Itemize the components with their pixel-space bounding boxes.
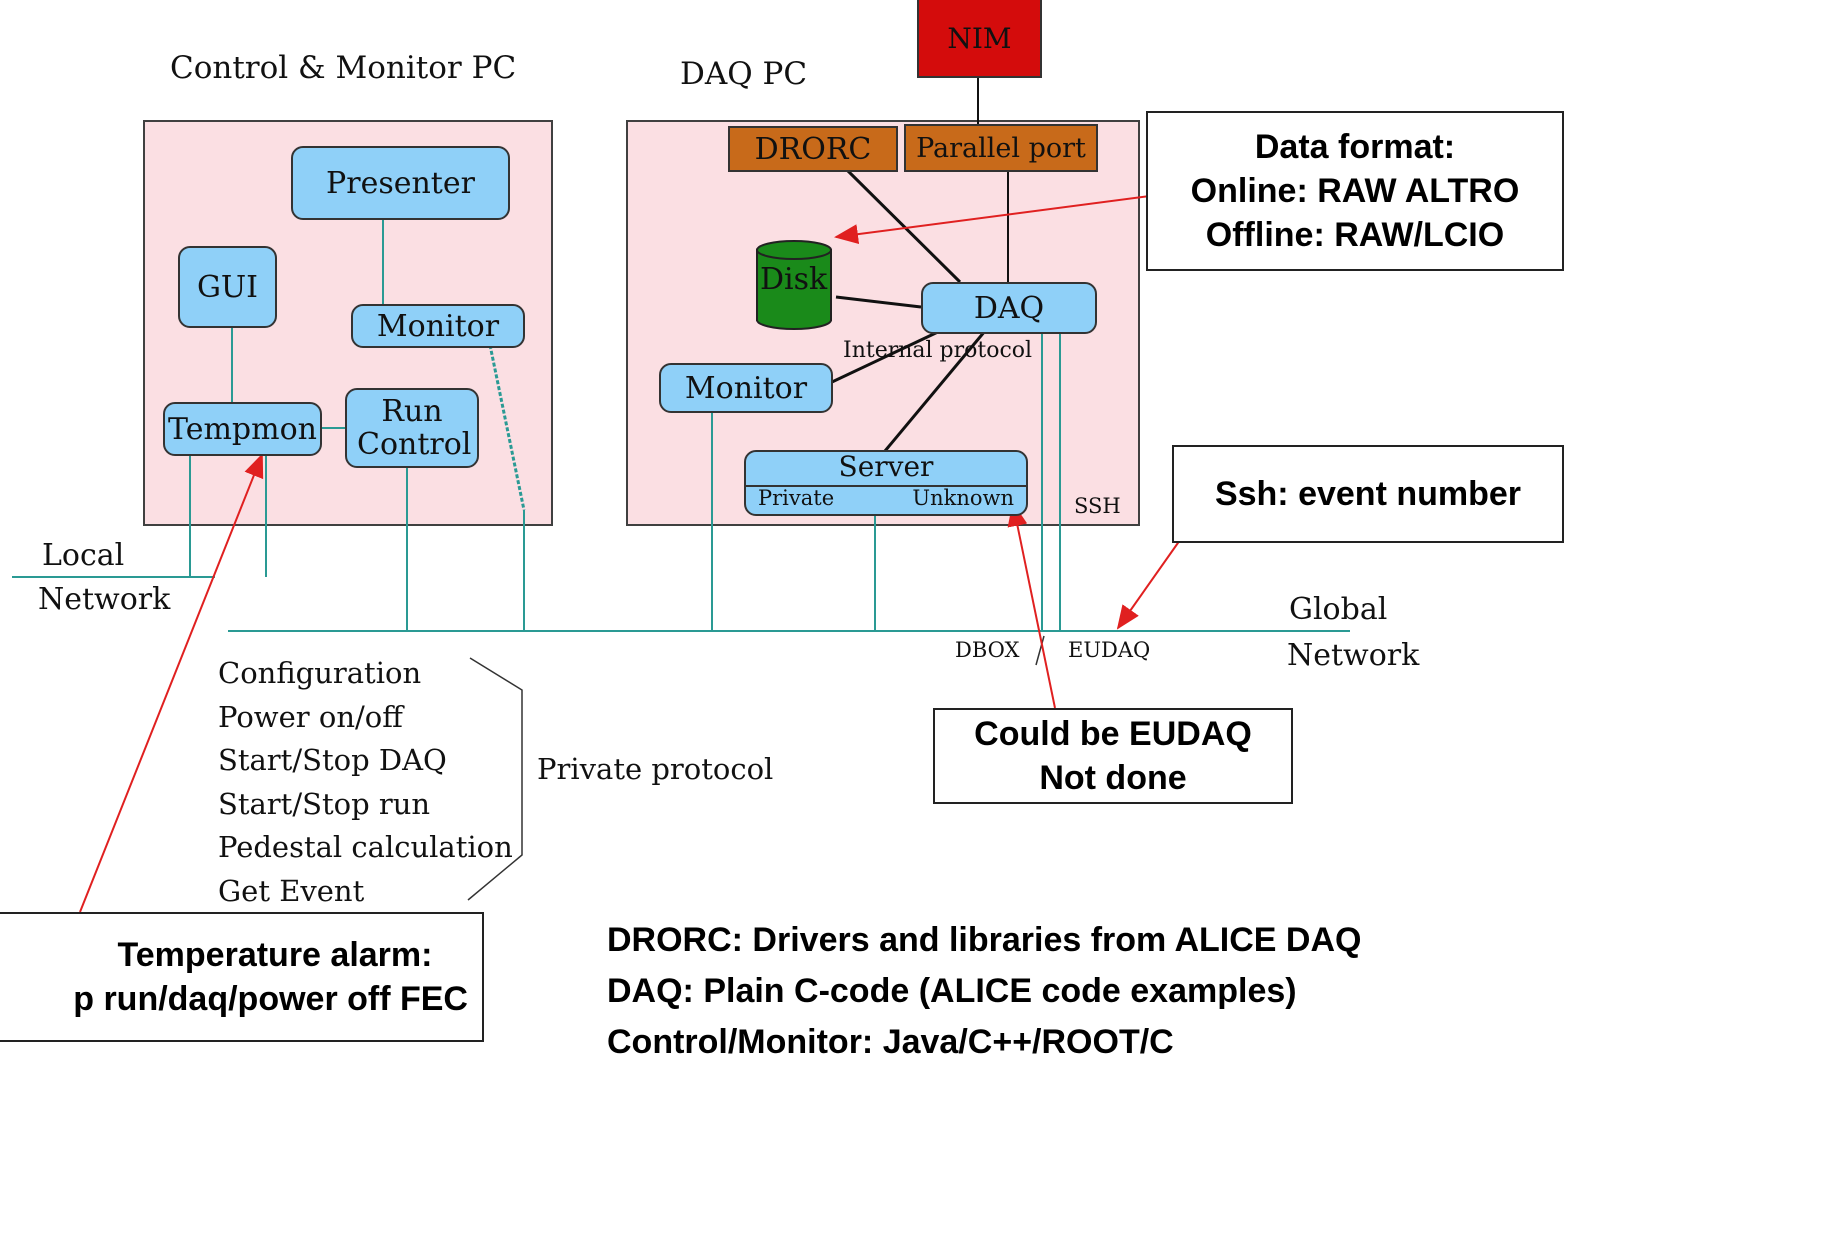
server-divider bbox=[746, 484, 1026, 487]
disk-label: Disk bbox=[760, 262, 828, 297]
dbox-label: DBOX bbox=[955, 638, 1020, 662]
eudaq-callout-line: Not done bbox=[1039, 759, 1187, 797]
protocol-command-list: Configuration Power on/off Start/Stop DA… bbox=[218, 652, 513, 913]
global-network-label-1: Global bbox=[1289, 592, 1388, 627]
temperature-line: p run/daq/power off FEC bbox=[73, 980, 468, 1018]
ssh-event-text: Ssh: event number bbox=[1214, 474, 1522, 513]
protocol-command: Pedestal calculation bbox=[218, 830, 513, 864]
eudaq-callout: Could be EUDAQ Not done bbox=[933, 708, 1293, 804]
server-node: Server Private Unknown bbox=[744, 450, 1028, 516]
protocol-brace bbox=[467, 657, 523, 901]
private-protocol-label: Private protocol bbox=[537, 752, 774, 786]
arrow-ssh-event bbox=[1116, 539, 1181, 630]
temperature-line: Temperature alarm: bbox=[117, 935, 433, 974]
footer-notes: DRORC: Drivers and libraries from ALICE … bbox=[607, 915, 1361, 1068]
gui-label: GUI bbox=[196, 269, 259, 305]
protocol-command: Get Event bbox=[218, 873, 365, 908]
presenter-node: Presenter bbox=[291, 146, 510, 220]
footer-note: DAQ: Plain C-code (ALICE code examples) bbox=[607, 972, 1297, 1010]
protocol-command: Start/Stop run bbox=[218, 786, 431, 821]
eudaq-callout-line: Could be EUDAQ bbox=[974, 714, 1252, 753]
server-private-label: Private bbox=[758, 485, 835, 510]
arrow-temperature bbox=[79, 453, 264, 913]
global-network-label-2: Network bbox=[1287, 638, 1420, 673]
gui-node: GUI bbox=[178, 246, 277, 328]
server-label: Server bbox=[838, 450, 934, 483]
server-unknown-label: Unknown bbox=[912, 485, 1014, 510]
footer-note: DRORC: Drivers and libraries from ALICE … bbox=[607, 921, 1362, 959]
data-format-callout: Data format: Online: RAW ALTRO Offline: … bbox=[1146, 111, 1564, 271]
eudaq-label: EUDAQ bbox=[1068, 638, 1151, 662]
arrow-eudaq bbox=[1007, 502, 1056, 709]
internal-protocol-label: Internal protocol bbox=[843, 338, 1033, 363]
data-format-line: Online: RAW ALTRO bbox=[1190, 171, 1520, 210]
data-format-line: Data format: bbox=[1254, 127, 1456, 166]
monitor-right-node: Monitor bbox=[659, 363, 833, 413]
monitor-left-node: Monitor bbox=[351, 304, 525, 348]
drorc-label: DRORC bbox=[754, 131, 872, 167]
presenter-label: Presenter bbox=[326, 165, 475, 201]
data-format-line: Offline: RAW/LCIO bbox=[1205, 216, 1505, 255]
footer-note: Control/Monitor: Java/C++/ROOT/C bbox=[607, 1023, 1174, 1061]
local-network-label-2: Network bbox=[38, 582, 171, 617]
ssh-event-callout: Ssh: event number bbox=[1172, 445, 1564, 543]
run-control-node: Run Control bbox=[345, 388, 479, 468]
nim-box: NIM bbox=[917, 0, 1042, 78]
daq-label: DAQ bbox=[973, 290, 1045, 326]
control-pc-label: Control & Monitor PC bbox=[170, 50, 517, 86]
protocol-command: Configuration bbox=[218, 656, 422, 690]
tempmon-node: Tempmon bbox=[163, 402, 322, 456]
temperature-callout: Temperature alarm: p run/daq/power off F… bbox=[0, 912, 484, 1042]
parallel-port-box: Parallel port bbox=[904, 124, 1098, 172]
run-control-label: Run Control bbox=[357, 394, 472, 462]
daq-pc-label: DAQ PC bbox=[680, 56, 808, 92]
tempmon-label: Tempmon bbox=[168, 411, 317, 447]
parallel-port-label: Parallel port bbox=[916, 132, 1086, 164]
nim-label: NIM bbox=[947, 21, 1012, 55]
drorc-box: DRORC bbox=[728, 126, 898, 172]
monitor-left-label: Monitor bbox=[376, 308, 500, 344]
monitor-right-label: Monitor bbox=[684, 370, 808, 406]
protocol-command: Start/Stop DAQ bbox=[218, 743, 447, 777]
arrow-data-format bbox=[834, 195, 1151, 245]
local-network-label-1: Local bbox=[42, 538, 125, 573]
daq-node: DAQ bbox=[921, 282, 1097, 334]
protocol-command: Power on/off bbox=[218, 699, 403, 734]
ssh-label: SSH bbox=[1074, 494, 1121, 518]
